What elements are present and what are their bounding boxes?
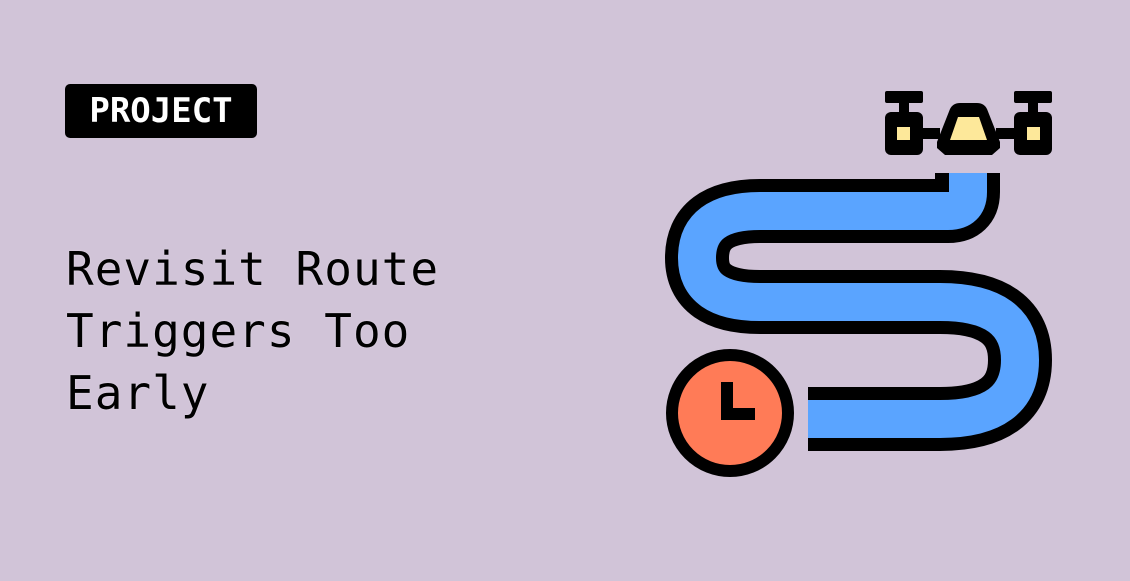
title-line-1: Revisit Route <box>66 242 440 296</box>
project-badge: PROJECT <box>65 84 257 138</box>
project-badge-label: PROJECT <box>89 91 233 131</box>
clock-icon <box>666 349 794 477</box>
title-line-3: Early <box>66 366 210 420</box>
title-line-2: Triggers Too <box>66 304 411 358</box>
drone-icon <box>885 91 1052 155</box>
route-path-icon <box>665 160 1052 453</box>
page-title: Revisit Route Triggers Too Early <box>66 238 526 424</box>
